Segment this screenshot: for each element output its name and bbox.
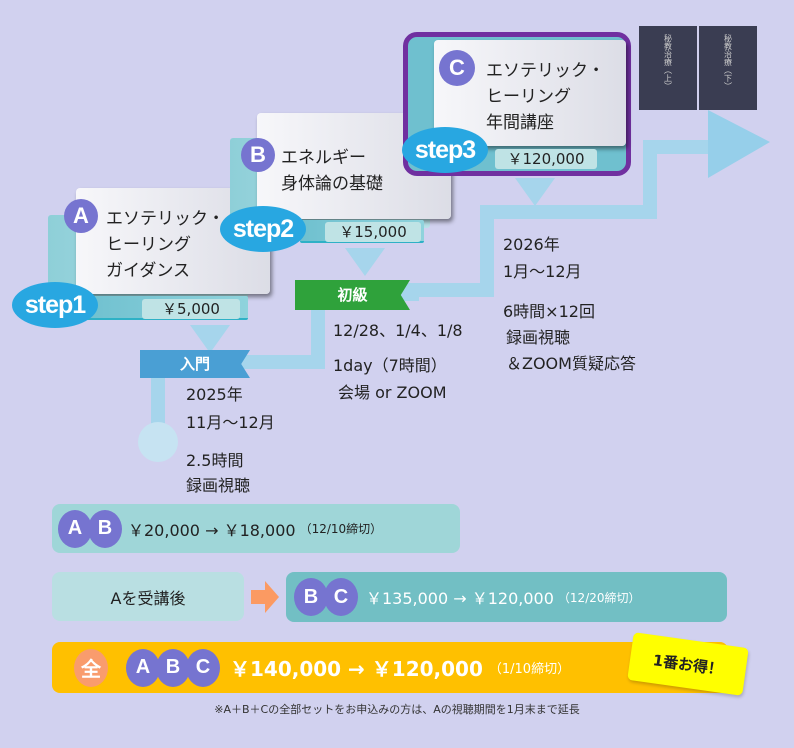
offer-price: ￥140,000 → ￥120,000 xyxy=(230,657,483,681)
book-cover-vol2: 秘教治療（下） xyxy=(699,26,757,110)
step1-badge: step1 xyxy=(12,282,98,328)
offer-bc[interactable]: B C ￥135,000 → ￥120,000 （12/20締切） xyxy=(286,572,727,622)
a-months: 11月〜12月 xyxy=(186,413,275,432)
a-format: 録画視聴 xyxy=(186,476,251,495)
c-year: 2026年 xyxy=(503,235,560,254)
b-dates: 12/28、1/4、1/8 xyxy=(333,321,463,340)
a-year: 2025年 xyxy=(186,385,243,404)
step2-badge: step2 xyxy=(220,206,306,252)
price-a: ￥5,000 xyxy=(142,299,240,319)
beginner-banner: 初級 xyxy=(295,280,410,310)
letter-c-icon: C xyxy=(439,50,475,86)
offer-price: ￥135,000 → ￥120,000 xyxy=(366,589,554,608)
a-hours: 2.5時間 xyxy=(186,451,244,470)
start-pin-icon xyxy=(138,422,178,462)
letter-b-icon: B xyxy=(156,648,190,687)
c-qa: ＆ZOOM質疑応答 xyxy=(506,354,636,373)
book-title: 秘教治療（上） xyxy=(663,34,673,90)
step3-badge: step3 xyxy=(402,127,488,173)
letter-b-icon: B xyxy=(241,138,275,172)
letter-b-icon: B xyxy=(294,578,328,616)
down-triangle-icon xyxy=(190,325,230,353)
course-title: エソテリック・ ヒーリング 年間講座 xyxy=(486,61,605,133)
letter-a-icon: A xyxy=(126,648,160,687)
c-months: 1月〜12月 xyxy=(503,262,582,281)
letter-c-icon: C xyxy=(324,578,358,616)
offer-price: ￥20,000 → ￥18,000 xyxy=(128,520,296,540)
offer-all[interactable]: 全 A B C ￥140,000 → ￥120,000 （1/10締切） xyxy=(52,642,728,693)
offer-ab[interactable]: A B ￥20,000 → ￥18,000 （12/10締切） xyxy=(52,504,460,553)
down-triangle-icon xyxy=(515,178,555,206)
b-venue: 会場 or ZOOM xyxy=(338,383,447,402)
footnote: ※A＋B＋Cの全部セットをお申込みの方は、Aの視聴期間を1月末まで延長 xyxy=(214,703,580,716)
price-c: ￥120,000 xyxy=(495,149,597,169)
offer-deadline: （1/10締切） xyxy=(488,662,571,677)
offer-deadline: （12/20締切） xyxy=(557,590,641,605)
price-b: ￥15,000 xyxy=(325,222,421,242)
book-title: 秘教治療（下） xyxy=(723,34,733,90)
c-format: 録画視聴 xyxy=(506,328,571,347)
letter-a-icon: A xyxy=(64,199,98,233)
c-sessions: 6時間×12回 xyxy=(503,302,595,321)
after-a-label: Aを受講後 xyxy=(52,572,244,621)
course-title: エネルギー 身体論の基礎 xyxy=(281,148,383,194)
letter-a-icon: A xyxy=(58,509,92,548)
letter-b-icon: B xyxy=(88,509,122,548)
letter-c-icon: C xyxy=(186,648,220,687)
offer-deadline: （12/10締切） xyxy=(299,522,383,536)
arrow-head-icon xyxy=(708,110,770,178)
book-cover-vol1: 秘教治療（上） xyxy=(639,26,697,110)
b-duration: 1day（7時間） xyxy=(333,356,447,375)
course-title: エソテリック・ ヒーリング ガイダンス xyxy=(106,209,225,281)
all-set-icon: 全 xyxy=(74,648,108,687)
entry-banner: 入門 xyxy=(140,350,250,378)
down-triangle-icon xyxy=(345,248,385,276)
